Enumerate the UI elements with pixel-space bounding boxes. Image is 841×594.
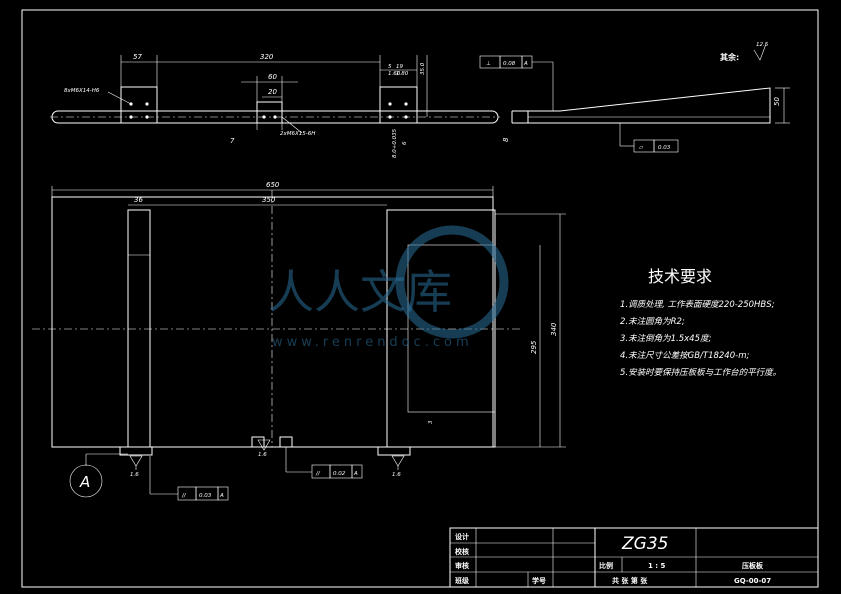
tb-scale-value: 1 : 5 — [648, 562, 666, 570]
roughness-symbols: 1.6 1.6 1.6 — [129, 439, 405, 478]
tb-row-1: 设计 — [455, 532, 469, 541]
tb-material: ZG35 — [621, 534, 668, 554]
watermark-text: 人人文库 — [268, 265, 452, 319]
svg-text:A: A — [523, 61, 528, 67]
watermark: 人人文库 www.renrendoc.com — [268, 225, 509, 350]
dim-650: 650 — [266, 181, 280, 189]
svg-text:1.6: 1.6 — [130, 472, 139, 478]
surface-note-value: 12.5 — [756, 42, 769, 48]
tech-req-item-5: 5.安装时要保持压板板与工作台的平行度。 — [620, 367, 781, 378]
front-outline — [51, 196, 494, 448]
dim-60: 60 — [268, 73, 277, 81]
right-small-dim-2: 19 — [396, 64, 403, 70]
svg-text:A: A — [353, 471, 358, 477]
title-block: 设计 校核 审核 班级 学号 ZG35 比例 1 : 5 压板板 共 张 第 张… — [449, 527, 819, 588]
right-small-dim-1: 5 — [388, 64, 392, 70]
svg-text:0.02: 0.02 — [333, 471, 346, 477]
svg-text:1.6: 1.6 — [258, 452, 267, 458]
tech-req-item-4: 4.未注尺寸公差按GB/T18240-m; — [620, 350, 749, 361]
dim-3: 3 — [428, 420, 434, 424]
tech-requirements: 技术要求 1.调质处理, 工作表面硬度220-250HBS; 2.未注圆角为R2… — [620, 267, 781, 378]
holes-label-left: 8xM6X14-H6 — [64, 88, 100, 94]
right-vertical-dim-2: 6 — [402, 141, 408, 145]
tb-row-3: 审核 — [455, 561, 469, 570]
dim-57: 57 — [133, 53, 142, 61]
svg-text:0.08: 0.08 — [503, 61, 516, 67]
center-boss — [256, 101, 283, 124]
drawing-border — [21, 9, 819, 588]
dim-320: 320 — [260, 53, 274, 61]
tb-row-4: 班级 — [455, 576, 470, 585]
dim-350: 350 — [262, 196, 276, 204]
datum-label: A — [79, 473, 90, 491]
wedge-outline — [527, 87, 771, 124]
svg-text:▱: ▱ — [639, 145, 644, 151]
tb-scale-label: 比例 — [599, 561, 613, 570]
right-boss — [379, 86, 418, 124]
flatness-frame: ▱ 0.03 — [619, 123, 679, 153]
right-small-dim-4: 1.80 — [396, 71, 409, 77]
svg-text://: // — [315, 471, 321, 477]
tech-req-title: 技术要求 — [648, 267, 712, 286]
dim-295: 295 — [530, 340, 538, 354]
tech-req-item-2: 2.未注圆角为R2; — [620, 316, 685, 327]
holes-label-center: 2xM6X15-6H — [280, 131, 315, 137]
svg-text:A: A — [219, 493, 224, 499]
dim-7: 7 — [230, 137, 235, 145]
side-view: 50 8 ⊥ 0.08 A ▱ 0.03 其余: 12.5 — [479, 42, 790, 153]
tb-row-2: 校核 — [455, 547, 469, 556]
svg-text:0.03: 0.03 — [199, 493, 212, 499]
right-small-dim-3: 1.60 — [388, 71, 401, 77]
hole-marks — [129, 102, 408, 119]
svg-text://: // — [181, 493, 187, 499]
tolerance-frame-top: ⊥ 0.08 A — [479, 55, 554, 111]
plate-top-outline — [51, 110, 499, 124]
dim-8: 8 — [502, 137, 510, 142]
svg-text:1.6: 1.6 — [392, 472, 401, 478]
dim-20: 20 — [268, 88, 277, 96]
tb-student-no: 学号 — [532, 576, 546, 585]
tolerance-frame-left: // 0.03 A — [149, 456, 229, 501]
front-view: 650 36 350 340 295 3 1.6 1.6 1.6 A — [32, 181, 566, 501]
tb-part-name: 压板板 — [742, 561, 764, 570]
tb-drawing-no: GQ-00-07 — [734, 577, 771, 585]
datum-a: A — [69, 453, 128, 498]
right-small-dim-5: 35.0 — [420, 62, 426, 75]
dim-50: 50 — [773, 97, 781, 106]
right-vertical-dim: 8.0+0.035 — [392, 128, 398, 158]
surface-note-label: 其余: — [720, 52, 739, 62]
tb-sheets: 共 张 第 张 — [612, 576, 648, 585]
svg-text:0.03: 0.03 — [658, 145, 671, 151]
svg-text:⊥: ⊥ — [486, 61, 491, 67]
watermark-url: www.renrendoc.com — [272, 335, 473, 350]
dim-340: 340 — [550, 322, 558, 336]
tolerance-frame-middle: // 0.02 A — [285, 447, 363, 479]
left-boss — [120, 86, 158, 124]
dim-36: 36 — [134, 196, 143, 204]
top-view: 57 320 60 20 7 8xM6X14-H6 2xM6X15-6H 5 1… — [50, 53, 500, 158]
tech-req-item-1: 1.调质处理, 工作表面硬度220-250HBS; — [620, 299, 775, 310]
tech-req-item-3: 3.未注倒角为1.5x45度; — [620, 333, 711, 344]
